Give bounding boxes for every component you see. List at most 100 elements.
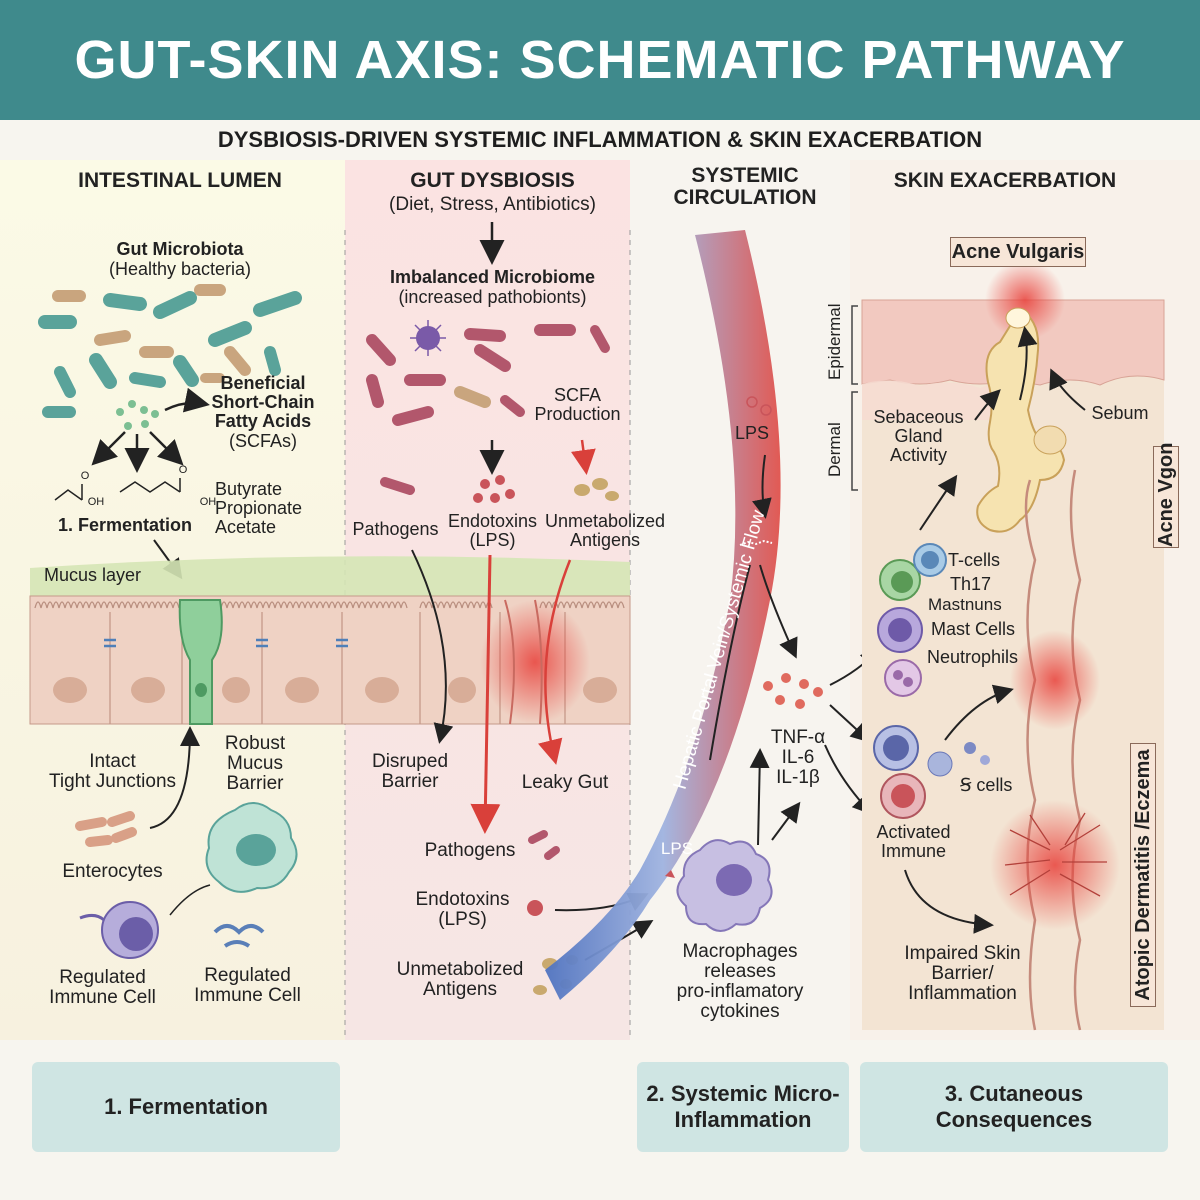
endotoxin-dots: [473, 475, 515, 503]
mast-cells-label: Mast Cells: [931, 619, 1016, 639]
arrow-sebum-label: [1049, 368, 1086, 411]
sebaceous-gland-label: Sebaceous Gland Activity: [873, 407, 964, 465]
o-label-2: O: [178, 464, 188, 476]
goblet-cell-icon: [178, 599, 223, 725]
tight-junction-icon: [104, 638, 348, 648]
fermentation-label: 1. Fermentation: [57, 515, 193, 535]
eczema-glow: [990, 800, 1120, 930]
th17-label: Th17: [950, 574, 992, 594]
molecule-2-icon: [119, 481, 181, 493]
unmetabolized-antigens-label: Unmetabolized Antigens: [544, 511, 666, 550]
macrophages-label: Macrophages releases pro-inflamatory cyt…: [676, 941, 804, 1022]
lps-fragment-icon: [665, 870, 675, 878]
arrow-to-immune: [829, 704, 871, 743]
pathogen-bacteria-icon: [366, 324, 610, 495]
arrow-to-dermis: [944, 684, 1014, 741]
neutrophil-icon: [884, 659, 922, 697]
neutrophils-label: Neutrophils: [927, 647, 1019, 667]
heading-skin-exacerbation: SKIN EXACERBATION: [893, 169, 1117, 192]
activated-immune-label: Activated Immune: [876, 822, 951, 861]
oh-label-1: OH: [87, 496, 105, 508]
dysbiosis-causes: (Diet, Stress, Antibiotics): [389, 194, 596, 215]
robust-barrier-label: Robust Mucus Barrier: [224, 733, 286, 794]
arrow-down-left: [91, 431, 126, 466]
dermal-label: Dermal: [825, 422, 844, 477]
microbiota-subtitle: (Healthy bacteria): [108, 259, 252, 279]
heading-systemic-circulation: SYSTEMIC CIRCULATION: [673, 164, 817, 210]
regulated-immune-cell-2-label: Regulated Immune Cell: [194, 965, 301, 1006]
scfa-dots: [116, 400, 159, 430]
oh-label-2: OH: [199, 496, 217, 508]
leaky-gut-glow: [480, 600, 590, 724]
footer-step-1-label: 1. Fermentation: [104, 1093, 268, 1119]
imbalanced-microbiome-subtitle: (increased pathobionts): [398, 287, 587, 307]
footer-step-3-label: 3. Cutaneous Consequences: [935, 1080, 1093, 1132]
page-title: GUT-SKIN AXIS: SCHEMATIC PATHWAY: [74, 30, 1126, 90]
hepatic-portal-vein: [545, 230, 781, 1000]
arrow-down-right: [149, 431, 184, 466]
inflammation-lines-icon: [1004, 812, 1107, 897]
lps-label-top: LPS: [734, 423, 770, 443]
regulated-immune-cell-1-label: Regulated Immune Cell: [49, 967, 156, 1008]
arrow-pathogens-to-barrier: [411, 549, 454, 744]
enterocytes-icon: [75, 811, 137, 847]
arrow-leaky-gut: [538, 559, 572, 765]
endotoxin-small-icon: [527, 900, 543, 916]
arrow-to-cytokines: [759, 564, 798, 659]
dermal-glow: [1010, 630, 1100, 730]
mucus-layer-label: Mucus layer: [43, 565, 142, 585]
molecule-1-icon: [54, 489, 83, 501]
t-cells-label: T-cells: [948, 550, 1001, 570]
page-subtitle: DYSBIOSIS-DRIVEN SYSTEMIC INFLAMMATION &…: [217, 127, 983, 152]
impaired-barrier-label: Impaired Skin Barrier/ Inflammation: [904, 943, 1021, 1004]
arrow-to-scfa: [164, 387, 210, 413]
arrow-lps-leak: [470, 554, 501, 834]
arrow-to-barrier: [149, 726, 200, 829]
cell-nuclei: [53, 677, 617, 703]
arrow-macrophage-up: [749, 748, 770, 846]
title-bar: GUT-SKIN AXIS: SCHEMATIC PATHWAY: [0, 0, 1200, 120]
endotoxins-label: Endotoxins (LPS): [447, 511, 538, 550]
arrow-scfa-production: [570, 439, 596, 475]
leaky-gut-label: Leaky Gut: [521, 772, 609, 793]
t-cells-label-2: Ꞩ cells: [960, 775, 1013, 795]
arrow-tcells-to-gland: [919, 474, 958, 531]
lps-particles: [746, 396, 772, 416]
acne-side-label: Acne Vgon: [1153, 442, 1179, 548]
enterocytes-label: Enterocytes: [62, 861, 163, 882]
healthy-bacteria-icon: [38, 284, 302, 418]
pathogen-small-icon: [528, 830, 560, 860]
footer-step-2-label: 2. Systemic Micro- Inflammation: [646, 1080, 840, 1132]
pathogens-label-2: Pathogens: [424, 840, 516, 861]
scfa-production-label: SCFA Production: [534, 385, 621, 424]
sebum-label: Sebum: [1091, 403, 1149, 423]
sebaceous-gland-icon: [976, 308, 1066, 533]
endotoxins-label-2: Endotoxins (LPS): [415, 889, 510, 930]
tight-junctions-label: Intact Tight Junctions: [48, 751, 177, 792]
unmetabolized-antigens-label-2: Unmetabolized Antigens: [396, 959, 524, 1000]
eczema-side-label: Atopic Dermatitis /Eczema: [1130, 743, 1156, 1007]
mucus-layer: [30, 556, 630, 600]
antigen-dots: [574, 478, 619, 501]
heading-gut-dysbiosis: GUT DYSBIOSIS: [410, 169, 575, 192]
scfa-subtitle: (SCFAs): [228, 431, 297, 451]
arrow-macrophage-cytokines: [771, 801, 801, 841]
arrow-sebum-up: [1017, 326, 1038, 401]
pathogens-label: Pathogens: [352, 519, 439, 539]
microbiota-title: Gut Microbiota: [116, 239, 244, 259]
regulated-immune-cell-2-icon: [213, 924, 265, 935]
epidermal-label: Epidermal: [825, 303, 844, 380]
disrupted-barrier-label: Disruped Barrier: [371, 751, 449, 792]
o-label-1: O: [80, 470, 90, 482]
arrow-lps-down: [752, 454, 772, 519]
footer-step-2: 2. Systemic Micro- Inflammation: [637, 1062, 849, 1152]
lps-label-bottom: LPS: [660, 839, 694, 858]
mastnuns-label: Mastnuns: [928, 595, 1002, 614]
arrow-vein-left: [709, 564, 751, 761]
heading-intestinal-lumen: INTESTINAL LUMEN: [78, 169, 282, 192]
imbalanced-microbiome-title: Imbalanced Microbiome: [389, 267, 596, 287]
acne-vulgaris-box: Acne Vulgaris: [950, 237, 1086, 267]
small-cell-icon: [927, 751, 953, 777]
footer-step-1: 1. Fermentation: [32, 1062, 340, 1152]
